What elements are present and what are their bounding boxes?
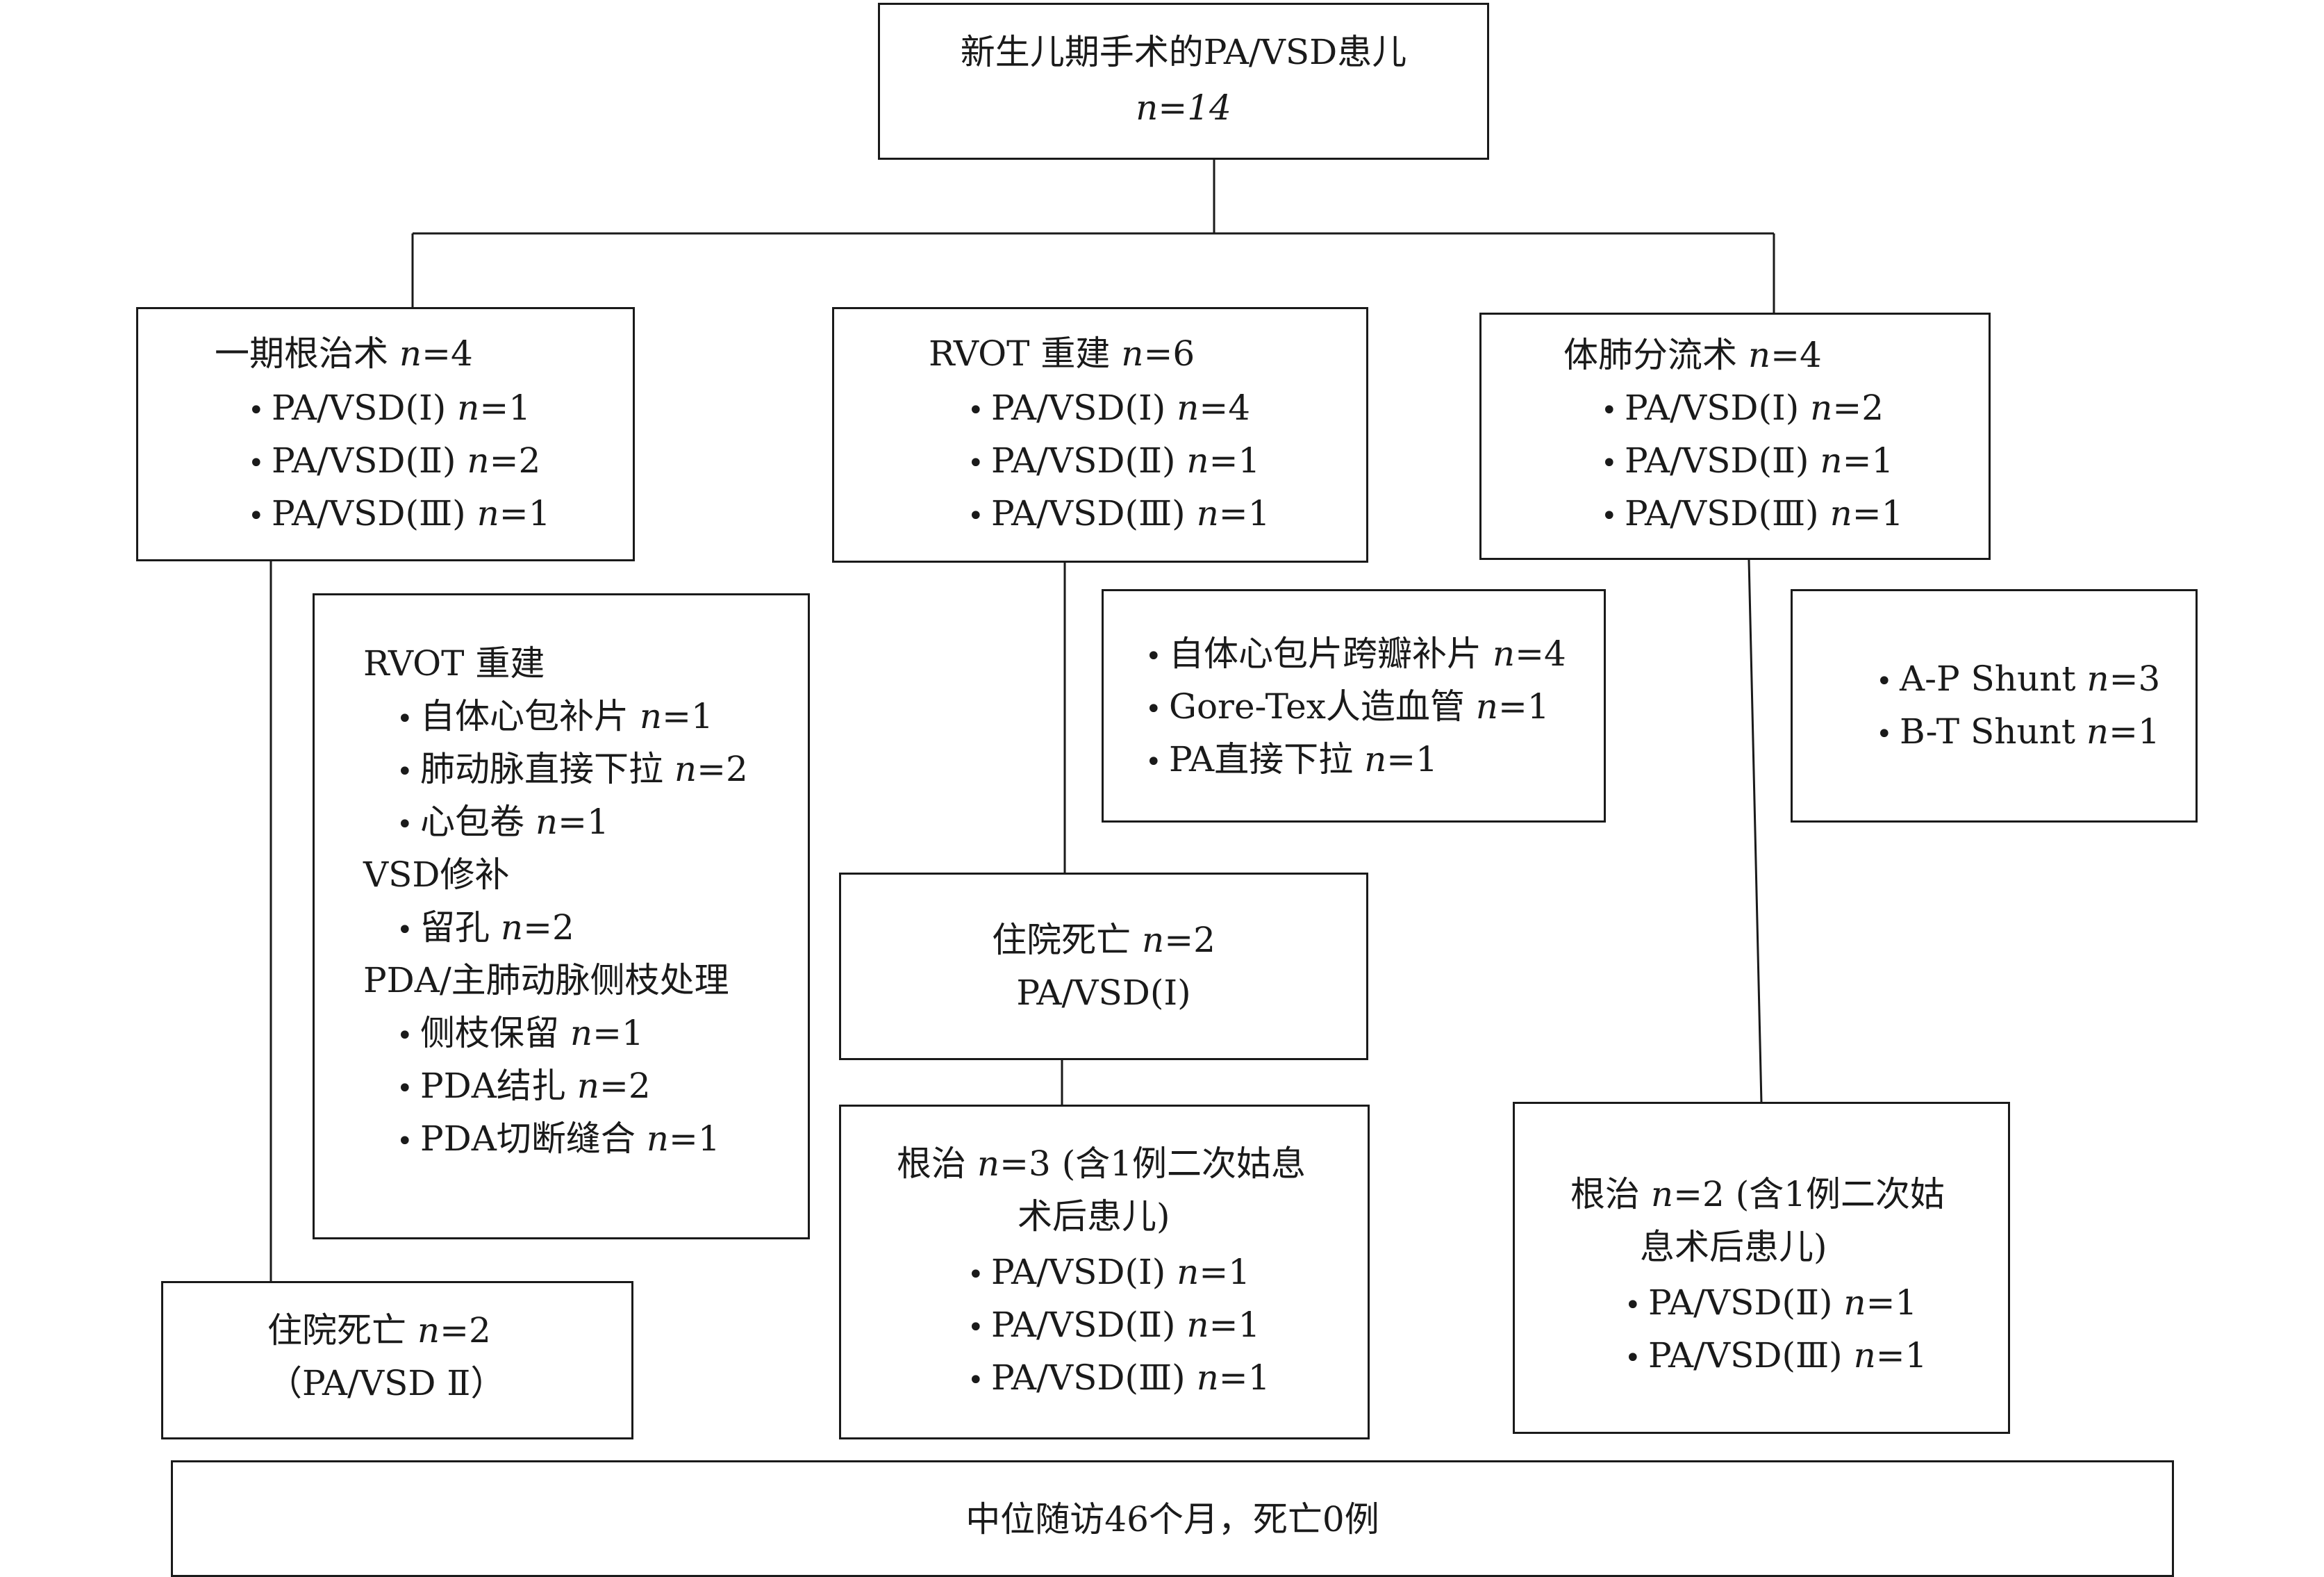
followup-box: 中位随访46个月，死亡0例 bbox=[171, 1460, 2174, 1577]
branch2-detail-box: 自体心包片跨瓣补片 n=4 Gore-Tex人造血管 n=1 PA直接下拉 n=… bbox=[1102, 589, 1606, 823]
branch2-death-sub: PA/VSD(Ⅰ) bbox=[1016, 973, 1191, 1013]
branch2-item: PA/VSD(Ⅰ) n=4 bbox=[968, 381, 1250, 437]
rvot-heading: RVOT 重建 bbox=[363, 643, 545, 684]
branch3-item: PA/VSD(Ⅱ) n=1 bbox=[1601, 434, 1893, 490]
branch3-repair-box: 根治 n=2 (含1例二次姑 息术后患儿) PA/VSD(Ⅱ) n=1 PA/V… bbox=[1513, 1102, 2010, 1434]
branch3-repair-item: PA/VSD(Ⅱ) n=1 bbox=[1625, 1276, 1917, 1332]
branch2-detail-item: PA直接下拉 n=1 bbox=[1145, 733, 1438, 788]
branch2-repair-line1: 根治 n=3 (含1例二次姑息 bbox=[897, 1143, 1306, 1184]
pda-heading: PDA/主肺动脉侧枝处理 bbox=[363, 960, 729, 1000]
branch1-item: PA/VSD(Ⅱ) n=2 bbox=[248, 434, 540, 490]
branch2-item: PA/VSD(Ⅲ) n=1 bbox=[968, 487, 1270, 543]
branch2-repair-line2: 术后患儿) bbox=[1018, 1196, 1170, 1237]
branch2-repair-box: 根治 n=3 (含1例二次姑息 术后患儿) PA/VSD(Ⅰ) n=1 PA/V… bbox=[839, 1105, 1370, 1439]
branch1-death-title: 住院死亡 n=2 bbox=[267, 1310, 491, 1351]
followup-text: 中位随访46个月，死亡0例 bbox=[965, 1499, 1379, 1539]
branch2-death-box: 住院死亡 n=2 PA/VSD(Ⅰ) bbox=[839, 873, 1368, 1060]
branch3-box: 体肺分流术 n=4 PA/VSD(Ⅰ) n=2 PA/VSD(Ⅱ) n=1 PA… bbox=[1479, 313, 1991, 560]
branch3-repair-line1: 根治 n=2 (含1例二次姑 bbox=[1570, 1174, 1945, 1214]
branch3-detail-box: A-P Shunt n=3 B-T Shunt n=1 bbox=[1791, 589, 2198, 823]
branch1-death-box: 住院死亡 n=2 （PA/VSD Ⅱ） bbox=[161, 1281, 633, 1439]
branch2-repair-item: PA/VSD(Ⅲ) n=1 bbox=[968, 1351, 1270, 1407]
pda-item: 侧枝保留 n=1 bbox=[397, 1007, 644, 1062]
branch3-detail-item: B-T Shunt n=1 bbox=[1876, 705, 2160, 761]
branch2-repair-item: PA/VSD(Ⅱ) n=1 bbox=[968, 1298, 1260, 1354]
rvot-item: 自体心包补片 n=1 bbox=[397, 690, 713, 745]
branch2-box: RVOT 重建 n=6 PA/VSD(Ⅰ) n=4 PA/VSD(Ⅱ) n=1 … bbox=[832, 307, 1368, 563]
branch1-title: 一期根治术 n=4 bbox=[215, 333, 473, 374]
root-title: 新生儿期手术的PA/VSD患儿 bbox=[960, 32, 1407, 72]
branch3-title: 体肺分流术 n=4 bbox=[1563, 335, 1822, 375]
root-count: n=14 bbox=[1136, 88, 1231, 128]
branch3-item: PA/VSD(Ⅲ) n=1 bbox=[1601, 487, 1904, 543]
right-to-repair bbox=[1748, 559, 1763, 1104]
branch2-repair-item: PA/VSD(Ⅰ) n=1 bbox=[968, 1246, 1250, 1301]
branch2-detail-item: Gore-Tex人造血管 n=1 bbox=[1145, 680, 1550, 736]
rvot-item: 肺动脉直接下拉 n=2 bbox=[397, 743, 748, 798]
branch2-item: PA/VSD(Ⅱ) n=1 bbox=[968, 434, 1260, 490]
branch1-box: 一期根治术 n=4 PA/VSD(Ⅰ) n=1 PA/VSD(Ⅱ) n=2 PA… bbox=[136, 307, 635, 561]
rvot-item: 心包卷 n=1 bbox=[397, 795, 609, 851]
branch1-detail-box: RVOT 重建 自体心包补片 n=1 肺动脉直接下拉 n=2 心包卷 n=1 V… bbox=[313, 593, 810, 1239]
branch2-title: RVOT 重建 n=6 bbox=[929, 333, 1195, 374]
vsd-item: 留孔 n=2 bbox=[397, 901, 574, 957]
branch1-item: PA/VSD(Ⅲ) n=1 bbox=[248, 487, 551, 543]
pda-item: PDA切断缝合 n=1 bbox=[397, 1112, 720, 1168]
branch3-repair-line2: 息术后患儿) bbox=[1640, 1227, 1827, 1267]
branch1-item: PA/VSD(Ⅰ) n=1 bbox=[248, 381, 531, 437]
branch3-detail-item: A-P Shunt n=3 bbox=[1876, 652, 2160, 708]
pda-item: PDA结扎 n=2 bbox=[397, 1059, 651, 1115]
branch2-detail-item: 自体心包片跨瓣补片 n=4 bbox=[1145, 627, 1566, 683]
branch1-death-sub: （PA/VSD Ⅱ） bbox=[267, 1363, 506, 1403]
branch3-repair-item: PA/VSD(Ⅲ) n=1 bbox=[1625, 1329, 1927, 1385]
branch2-death-title: 住院死亡 n=2 bbox=[992, 920, 1215, 960]
root-box: 新生儿期手术的PA/VSD患儿 n=14 bbox=[878, 3, 1489, 160]
branch3-item: PA/VSD(Ⅰ) n=2 bbox=[1601, 381, 1884, 437]
vsd-heading: VSD修补 bbox=[363, 854, 510, 895]
